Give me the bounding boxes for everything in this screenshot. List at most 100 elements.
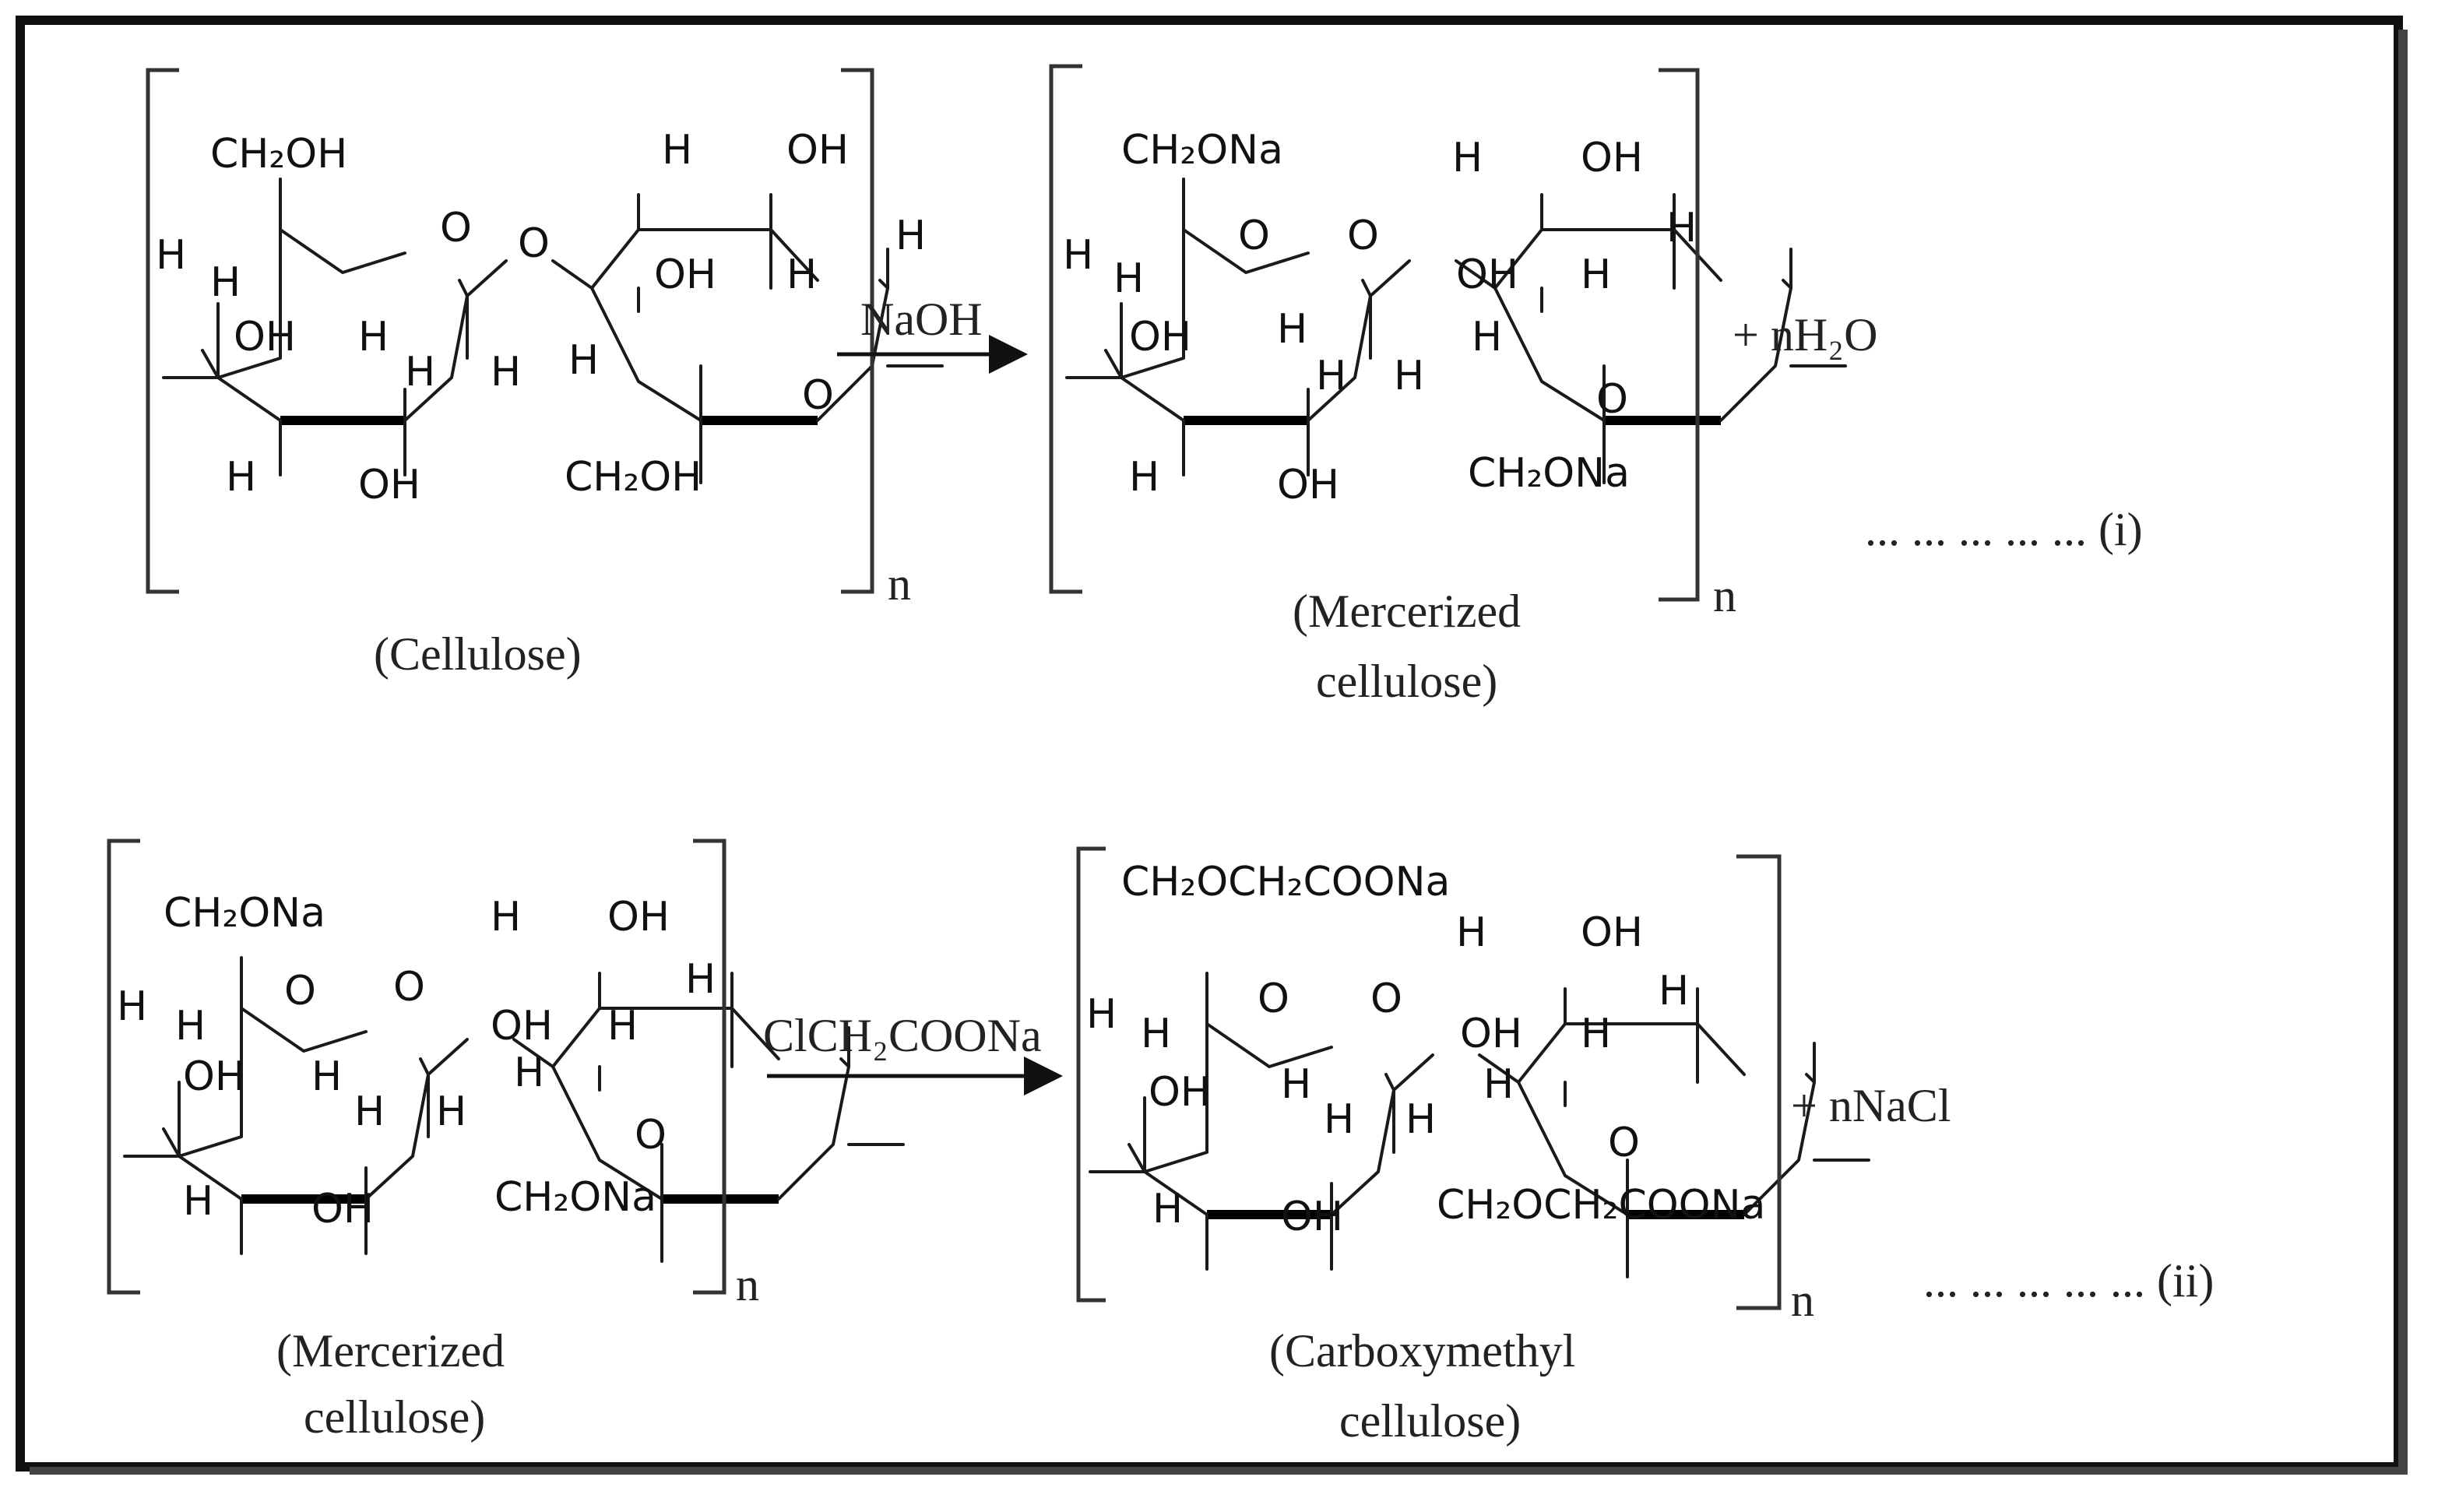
oh-group: OH <box>311 1186 374 1232</box>
left-bracket <box>146 68 179 594</box>
oh-group: OH <box>1149 1069 1211 1116</box>
h-atom: H <box>568 337 599 384</box>
left-ch2-substituent: CH₂OCH₂COONa <box>1121 859 1450 905</box>
h-atom: H <box>1316 353 1346 399</box>
h-atom: H <box>175 1003 206 1050</box>
h-atom: H <box>1113 255 1144 302</box>
h-atom: H <box>1581 251 1611 298</box>
outer-frame-shadow-right <box>2398 30 2408 1475</box>
mercerized-bottom-label-line1: (Mercerized <box>276 1325 505 1377</box>
ring-oxygen-left: O <box>1258 976 1289 1022</box>
ring-oxygen-right: O <box>635 1112 667 1159</box>
cellulose-structure: CH₂OH O O O H OH OH H H H H OH H H H H H… <box>146 68 942 610</box>
mercerized-label-line2: cellulose) <box>1316 656 1497 707</box>
cmc-label-line2: cellulose) <box>1339 1395 1521 1447</box>
ring-oxygen-left: O <box>1238 213 1270 259</box>
bridge-oxygen: O <box>1370 976 1402 1022</box>
oh-group: OH <box>1581 135 1643 181</box>
h-atom: H <box>662 127 692 174</box>
oh-group: OH <box>607 894 670 941</box>
h-atom: H <box>1394 353 1424 399</box>
h-atom: H <box>1277 306 1307 353</box>
right-bracket <box>841 68 874 594</box>
repeat-n: n <box>1791 1275 1814 1326</box>
h-atom: H <box>1129 454 1159 501</box>
byproduct-water: + nH₂O <box>1733 309 1877 360</box>
h-atom: H <box>436 1088 466 1135</box>
h-atom: H <box>514 1050 544 1096</box>
oh-group: OH <box>1281 1194 1343 1240</box>
repeat-n: n <box>1713 570 1736 621</box>
bridge-oxygen: O <box>1347 213 1379 259</box>
cmc-label-line1: (Carboxymethyl <box>1269 1325 1575 1377</box>
h-atom: H <box>1405 1096 1436 1143</box>
cmc-structure: CH₂OCH₂COONa O O O H OH OH H H H H OH H … <box>1076 846 1869 1326</box>
h-atom: H <box>183 1178 213 1225</box>
ring-oxygen-right: O <box>1608 1120 1640 1166</box>
oh-group: OH <box>786 127 849 174</box>
h-atom: H <box>1152 1186 1183 1232</box>
h-atom: H <box>1141 1011 1171 1057</box>
reagent-naoh: NaOH <box>860 294 983 345</box>
h-atom: H <box>491 349 521 396</box>
mercerized-label-line1: (Mercerized <box>1293 585 1521 637</box>
h-atom: H <box>1281 1061 1311 1108</box>
right-ch2-substituent: CH₂OH <box>565 454 702 501</box>
h-atom: H <box>1456 909 1486 956</box>
oh-group: OH <box>1277 462 1339 508</box>
oh-group: OH <box>654 251 716 298</box>
ring-oxygen-left: O <box>284 968 316 1014</box>
right-ch2-substituent: CH₂ONa <box>494 1174 656 1221</box>
byproduct-sodium-chloride: + nNaCl <box>1791 1080 1951 1131</box>
equation-label-ii: ... ... ... ... ... (ii) <box>1923 1255 2214 1306</box>
h-atom: H <box>1063 232 1093 279</box>
h-atom: H <box>1324 1096 1354 1143</box>
right-ch2-substituent: CH₂OCH₂COONa <box>1437 1182 1765 1229</box>
repeat-n: n <box>888 558 911 610</box>
h-atom: H <box>895 213 926 259</box>
h-atom: H <box>117 983 147 1030</box>
oh-group: OH <box>358 462 420 508</box>
equation-label-i: ... ... ... ... ... (i) <box>1865 504 2143 555</box>
h-atom: H <box>311 1053 342 1100</box>
outer-frame-shadow <box>30 1467 2408 1475</box>
ring-oxygen-left: O <box>440 205 472 251</box>
h-atom: H <box>607 1003 638 1050</box>
oh-group: OH <box>1456 251 1518 298</box>
oh-group: OH <box>491 1003 553 1050</box>
h-atom: H <box>156 232 186 279</box>
oh-group: OH <box>1129 314 1191 360</box>
bridge-oxygen: O <box>393 964 425 1011</box>
left-ch2-substituent: CH₂ONa <box>164 890 325 937</box>
h-atom: H <box>1452 135 1483 181</box>
left-ch2-substituent: CH₂ONa <box>1121 127 1283 174</box>
oh-group: OH <box>183 1053 245 1100</box>
h-atom: H <box>358 314 389 360</box>
reagent-sodium-chloroacetate: ClCH₂COONa <box>763 1010 1042 1061</box>
bridge-oxygen: O <box>518 220 550 267</box>
oh-group: OH <box>1581 909 1643 956</box>
mercerized-structure-top: CH₂ONa O O O H OH OH H H H H OH H H H H … <box>1049 64 1845 621</box>
h-atom: H <box>1666 205 1697 251</box>
cellulose-label: (Cellulose) <box>374 628 582 680</box>
right-ch2-substituent: CH₂ONa <box>1468 450 1630 497</box>
left-ch2-substituent: CH₂OH <box>210 131 347 178</box>
h-atom: H <box>1659 968 1689 1014</box>
oh-group: OH <box>234 314 296 360</box>
h-atom: H <box>405 349 435 396</box>
h-atom: H <box>1472 314 1502 360</box>
h-atom: H <box>491 894 521 941</box>
mercerized-bottom-label-line2: cellulose) <box>304 1391 485 1443</box>
outer-frame <box>16 16 2403 1472</box>
h-atom: H <box>354 1088 385 1135</box>
mercerized-structure-bottom: CH₂ONa O O O H OH OH H H H H OH H H H H … <box>107 839 903 1310</box>
h-atom: H <box>1086 991 1117 1038</box>
h-atom: H <box>1483 1061 1514 1108</box>
ring-oxygen-right: O <box>1596 376 1628 423</box>
ring-oxygen-right: O <box>802 372 834 419</box>
h-atom: H <box>685 956 716 1003</box>
h-atom: H <box>226 454 256 501</box>
h-atom: H <box>210 259 241 306</box>
h-atom: H <box>1581 1011 1611 1057</box>
